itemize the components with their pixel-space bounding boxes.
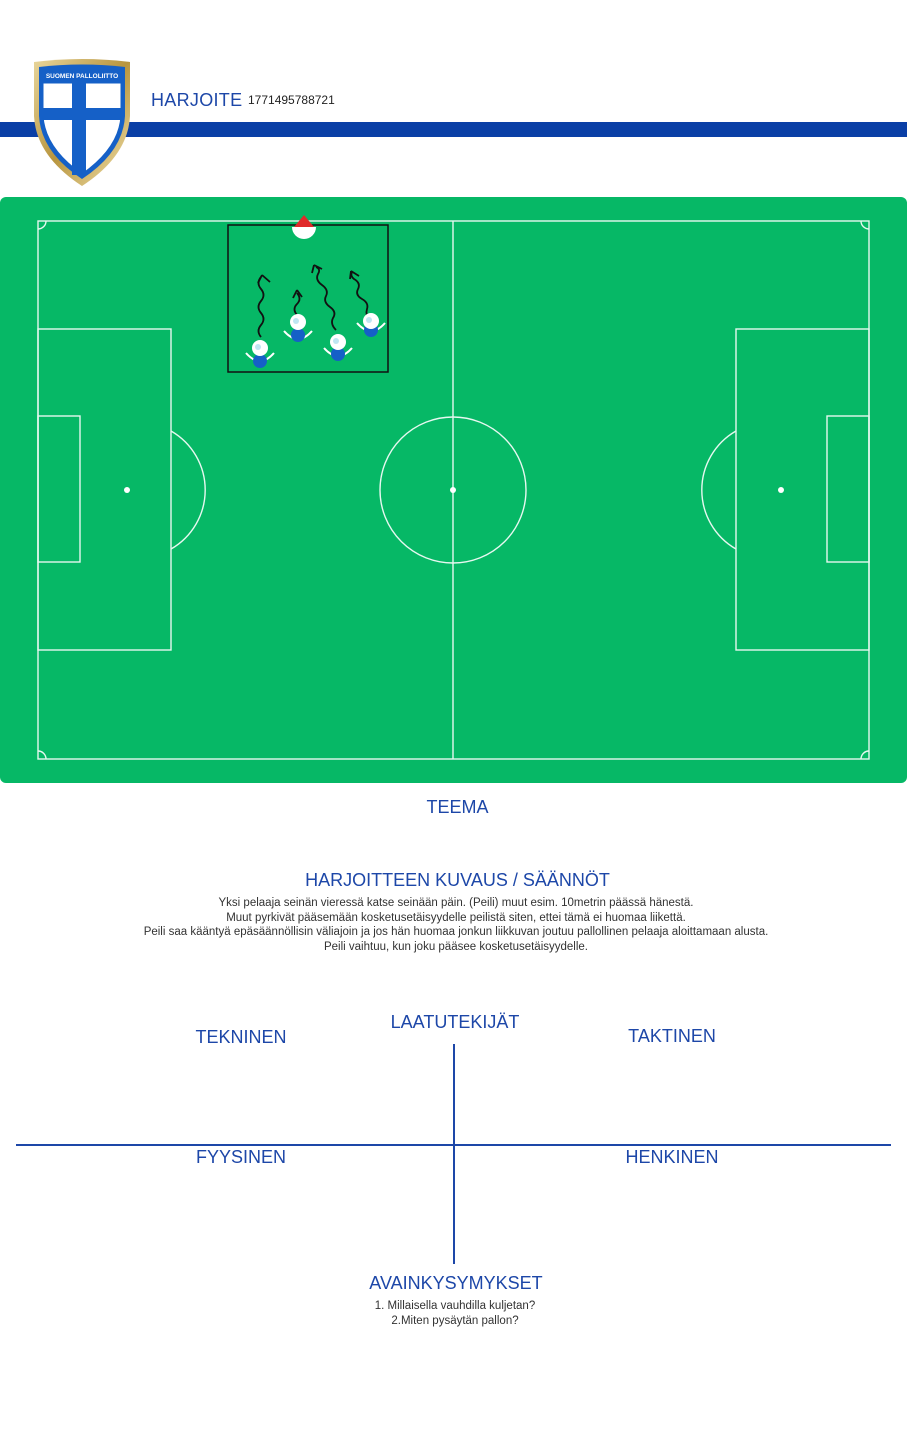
training-diagram [0, 197, 907, 783]
quadrant-physical-label: FYYSINEN [195, 1147, 287, 1167]
dribble-arrow-icon [293, 292, 301, 316]
shield-icon: SUOMEN PALLOLIITTO [34, 59, 130, 186]
player-icon [323, 334, 353, 361]
player-icon [245, 340, 275, 368]
page-title: HARJOITE [151, 90, 243, 110]
football-pitch [0, 197, 907, 783]
quadrant-mental-label: HENKINEN [625, 1147, 719, 1167]
arrow-head-icon [311, 264, 323, 274]
dribble-arrow-icon [315, 266, 337, 331]
arrow-head-icon [292, 289, 303, 299]
key-question-item: 2.Miten pysäytän pallon? [391, 1314, 519, 1327]
cone-marker [292, 215, 316, 239]
arrow-head-icon [349, 270, 360, 280]
key-questions-heading: AVAINKYSYMYKSET [369, 1273, 543, 1293]
logo-text: SUOMEN PALLOLIITTO [46, 73, 118, 80]
description-text: Yksi pelaaja seinän vieressä katse seinä… [0, 896, 907, 954]
quadrant-vertical-divider [453, 1044, 455, 1264]
quality-factors-heading: LAATUTEKIJÄT [390, 1012, 520, 1032]
player-icon [283, 314, 313, 342]
player-icon [356, 313, 386, 337]
key-question-item: 1. Millaisella vauhdilla kuljetan? [374, 1300, 536, 1312]
key-questions-list: 1. Millaisella vauhdilla kuljetan? 2.Mit… [0, 1299, 907, 1328]
description-line: Peili vaihtuu, kun joku pääsee kosketuse… [323, 940, 589, 953]
quadrant-tactical-label: TAKTINEN [628, 1026, 716, 1046]
header-bar [0, 122, 907, 137]
description-line: Muut pyrkivät pääsemään kosketusetäisyyd… [226, 911, 686, 924]
theme-heading: TEEMA [426, 797, 489, 817]
description-line: Peili saa kääntyä epäsäännöllisin väliaj… [143, 926, 769, 938]
arrow-head-icon [257, 274, 271, 284]
description-heading: HARJOITTEEN KUVAUS / SÄÄNNÖT [305, 870, 610, 890]
dribble-arrow-icon [257, 276, 265, 338]
association-logo: SUOMEN PALLOLIITTO [30, 56, 134, 188]
description-line: Yksi pelaaja seinän vieressä katse seinä… [218, 897, 694, 909]
document-id: 1771495788721 [248, 93, 335, 107]
quadrant-technical-label: TEKNINEN [195, 1027, 287, 1047]
dribble-arrow-icon [350, 271, 371, 322]
